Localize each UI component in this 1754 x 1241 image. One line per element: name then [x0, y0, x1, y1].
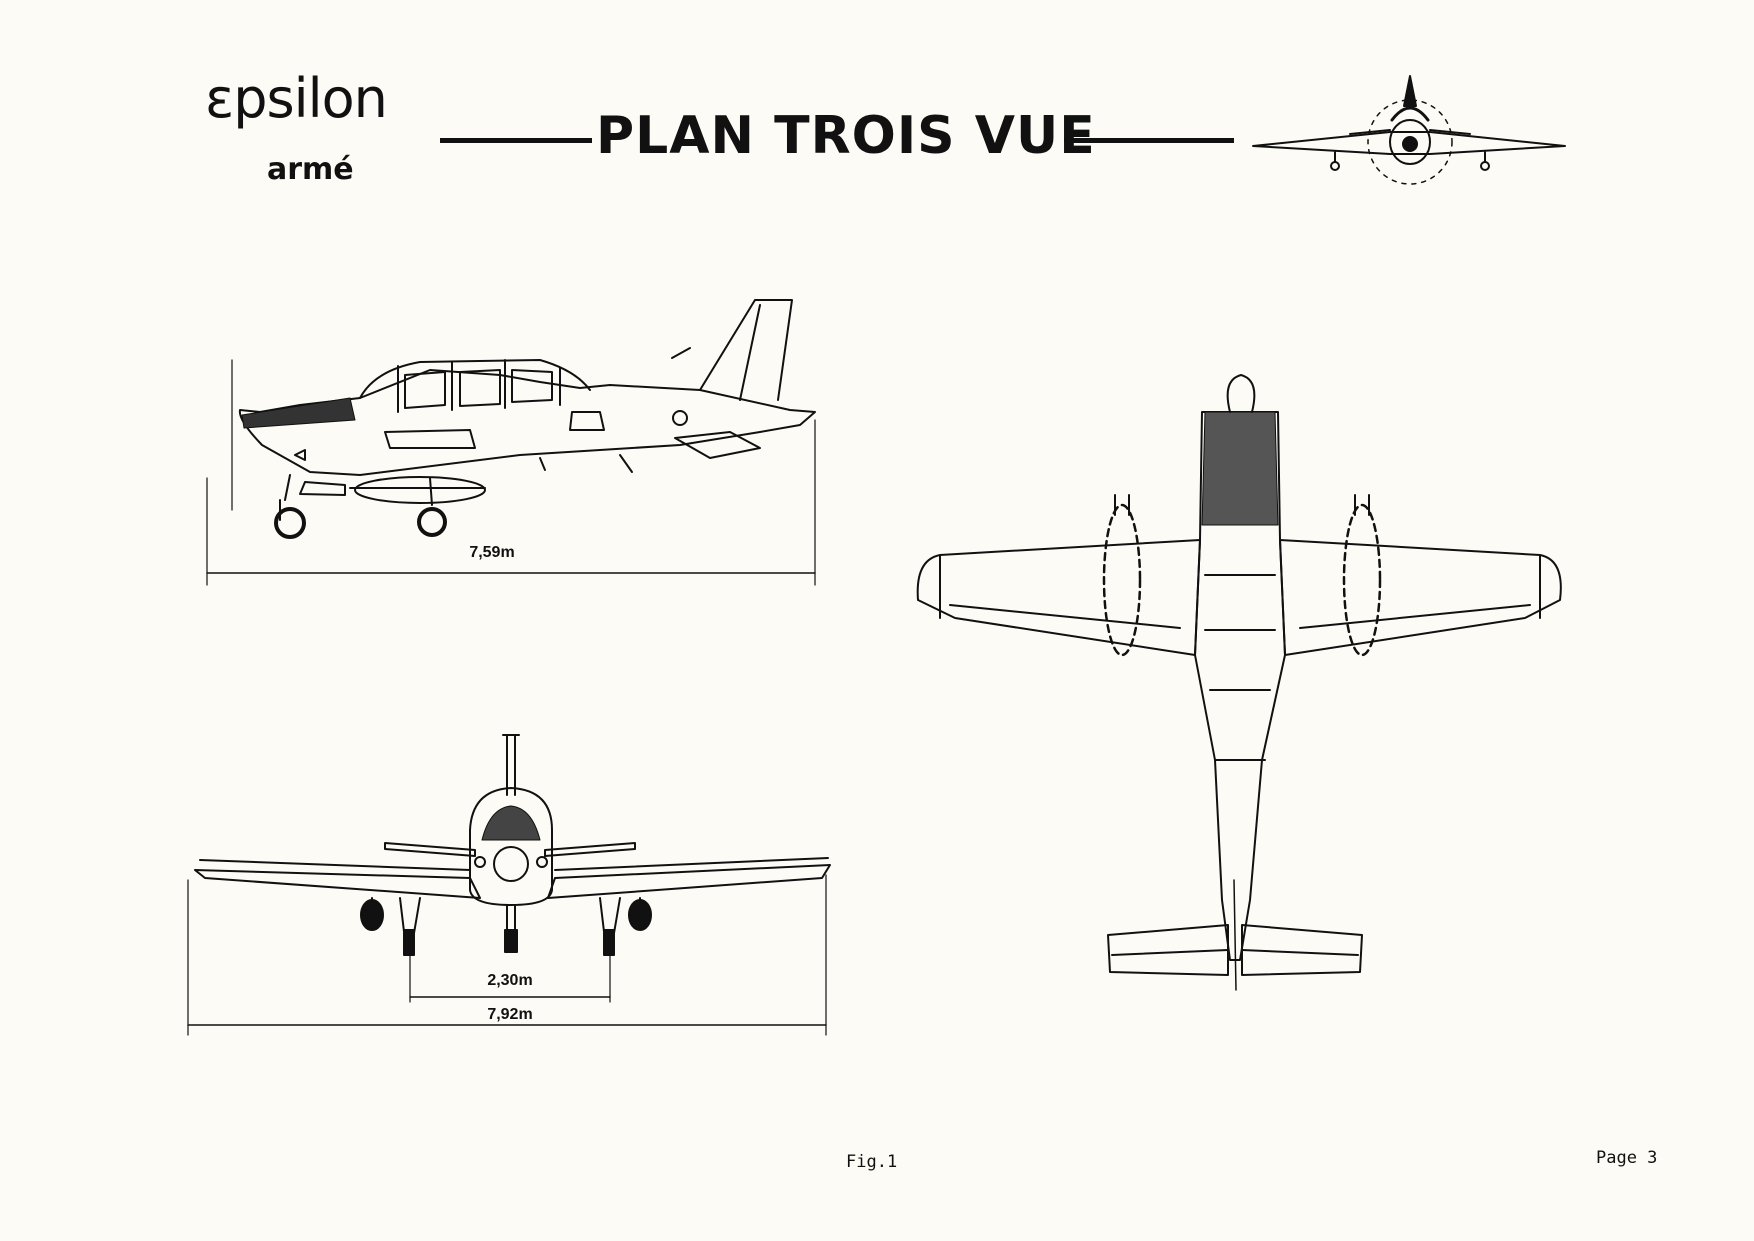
page-title: PLAN TROIS VUE — [596, 106, 1096, 166]
side-view — [206, 299, 816, 586]
brand-subtitle: armé — [267, 152, 354, 187]
figure-label: Fig.1 — [846, 1152, 898, 1172]
aircraft-front-logo-icon — [1252, 75, 1566, 185]
side-view-length-label: 7,59m — [469, 544, 515, 561]
front-view-span-label: 7,92m — [487, 1006, 533, 1023]
title-rule-left — [440, 138, 592, 143]
page-header: εpsilon armé PLAN TROIS VUE — [0, 0, 1754, 210]
front-view-track-label: 2,30m — [487, 972, 533, 989]
front-view — [187, 734, 831, 1036]
title-rule-right — [1064, 138, 1234, 143]
page-number: Page 3 — [1596, 1148, 1658, 1168]
top-view — [916, 374, 1562, 991]
brand-block: εpsilon armé — [205, 67, 435, 188]
brand-name: εpsilon — [205, 67, 388, 130]
